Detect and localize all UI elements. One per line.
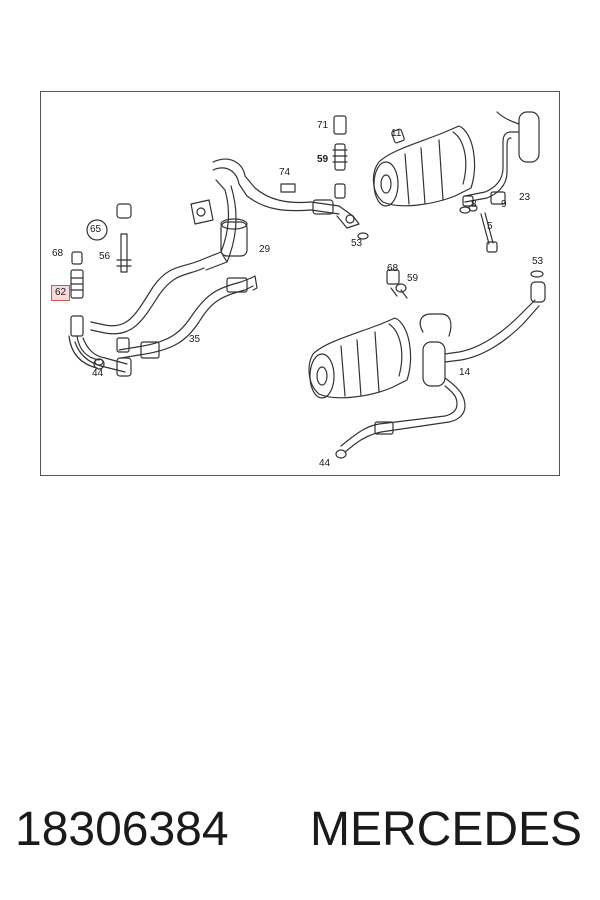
compressor-top [372, 125, 476, 207]
callout-5: 5 [487, 221, 493, 232]
callout-53-top: 53 [351, 238, 363, 249]
hose-assembly-35 [74, 275, 258, 377]
compressor-bottom [308, 269, 412, 399]
part-number: 18306384 [15, 803, 229, 856]
receiver-drier-bottom [335, 270, 546, 459]
callout-56: 56 [99, 251, 111, 262]
brand-name: MERCEDES [310, 803, 583, 856]
callout-53-right: 53 [532, 256, 544, 267]
left-fittings [68, 203, 132, 370]
callout-59-right: 59 [407, 273, 419, 284]
callout-74: 74 [279, 167, 291, 178]
callout-14: 14 [459, 367, 471, 378]
callout-62-highlighted[interactable]: 62 [51, 285, 70, 301]
callout-65: 65 [90, 224, 102, 235]
callout-35: 35 [189, 334, 201, 345]
callout-44-bottom: 44 [319, 458, 331, 469]
top-fittings [280, 115, 405, 240]
callout-59-top: 59 [317, 154, 329, 165]
hose-assembly-29 [90, 158, 360, 335]
callout-68-right: 68 [387, 263, 399, 274]
callout-29: 29 [259, 244, 271, 255]
callout-9: 9 [501, 199, 507, 210]
callout-44-left: 44 [92, 368, 104, 379]
receiver-drier-top [459, 111, 540, 253]
callout-8: 8 [471, 199, 477, 210]
parts-diagram: 71 11 59 74 23 8 9 5 65 29 68 56 53 62 6… [40, 91, 560, 476]
callout-71: 71 [317, 120, 329, 131]
callout-11: 11 [391, 128, 402, 139]
diagram-drawing [68, 111, 546, 459]
product-footer: 18306384 MERCEDES [0, 800, 600, 860]
callout-68-left: 68 [52, 248, 64, 259]
callout-23: 23 [519, 192, 531, 203]
